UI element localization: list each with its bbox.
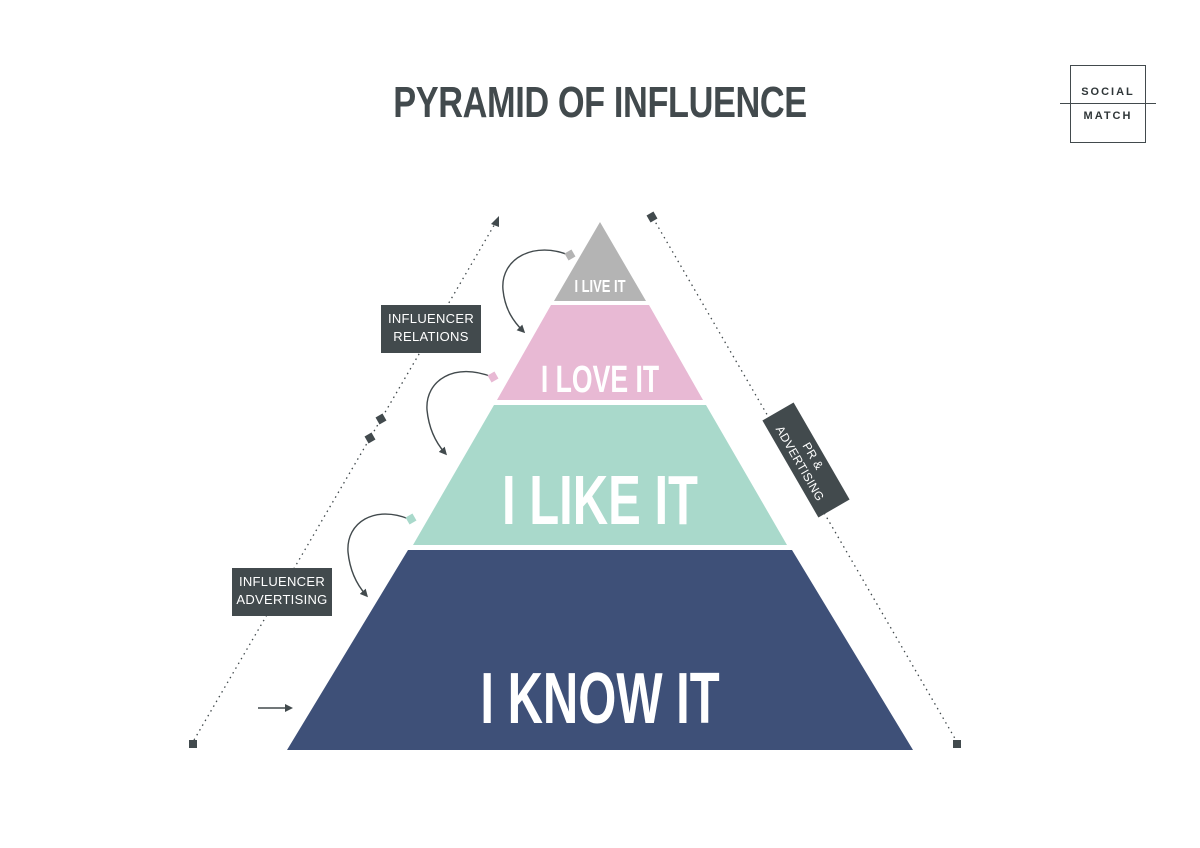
influencer-relations-line-2: RELATIONS [393,329,469,344]
square-marker-icon [364,432,376,444]
curved-arrow-icon [502,249,572,334]
left-guide-arrow-icon [491,216,499,227]
curved-arrow-icon [347,513,410,598]
tier-love-label: I LOVE IT [541,357,659,400]
square-marker-icon [564,249,576,261]
logo-word-match: MATCH [1083,110,1133,122]
square-marker-icon [375,413,387,425]
tier-know-label: I KNOW IT [480,659,719,740]
tier-like-label: I LIKE IT [502,460,698,539]
influencer-relations-line-1: INFLUENCER [387,311,475,326]
logo-divider [1060,103,1156,104]
logo [1070,65,1146,143]
influencer-advertising-line-1: INFLUENCER [238,574,326,589]
logo-word-social: SOCIAL [1081,86,1135,98]
square-marker-icon [189,740,197,748]
page-title: PYRAMID OF INFLUENCE [393,78,807,127]
tier-like-shape [413,405,787,545]
tier-know-shape [287,550,913,750]
square-marker-icon [646,211,658,223]
tier-love-shape [497,305,703,400]
influencer-relations-label: INFLUENCER RELATIONS [381,305,481,353]
influencer-advertising-label: INFLUENCER ADVERTISING [232,568,332,616]
curved-arrow-icon [426,370,493,456]
square-marker-icon [487,371,499,383]
square-marker-icon [405,513,417,525]
influencer-advertising-line-2: ADVERTISING [236,592,328,607]
tier-live-shape [554,222,646,301]
left-dotted-guide [193,221,497,741]
square-marker-icon [953,740,961,748]
tier-live-label: I LIVE IT [574,277,625,297]
